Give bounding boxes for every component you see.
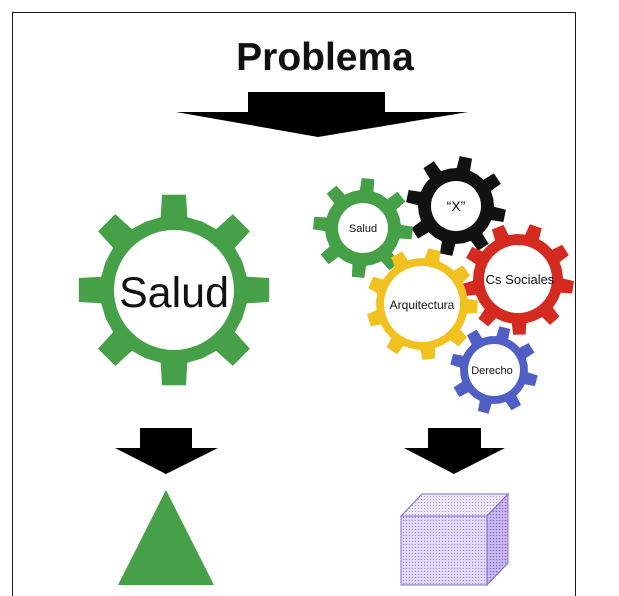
- page-title: Problema: [236, 36, 414, 79]
- cluster-gear-arquitectura: Arquitectura: [367, 248, 478, 360]
- cluster-gear-x: “X”: [406, 156, 506, 256]
- cluster-gear-derecho-hole: [468, 344, 520, 396]
- green-triangle: [118, 490, 214, 585]
- result-cube: [399, 492, 510, 587]
- cluster-gear-cs-sociales: Cs Sociales: [462, 224, 574, 335]
- cube-side-face: [486, 492, 509, 587]
- cluster-gear-arquitectura-label: Arquitectura: [390, 298, 455, 312]
- cluster-gear-salud-label: Salud: [349, 223, 377, 235]
- cluster-gear-salud-hole: [338, 203, 388, 253]
- left-salud-gear-hole: [114, 230, 234, 350]
- cluster-gear-cs-sociales-hole: [484, 245, 552, 313]
- right-bottom-arrow: [404, 428, 505, 474]
- diagram-frame: [12, 12, 576, 596]
- left-bottom-arrow: [115, 428, 218, 474]
- cluster-gear-derecho: Derecho: [450, 326, 538, 414]
- cluster-gear-arquitectura-hole: [384, 266, 460, 342]
- cluster-gear-salud: Salud: [313, 178, 413, 278]
- cluster-gear-x-hole: [431, 181, 481, 231]
- cluster-gear-derecho-label: Derecho: [471, 365, 513, 377]
- left-salud-gear: Salud: [78, 194, 270, 386]
- cube-front-face: [400, 515, 488, 586]
- left-salud-label: Salud: [119, 269, 229, 317]
- top-arrow: [176, 92, 468, 137]
- cluster-gear-x-label: “X”: [447, 198, 466, 214]
- cluster-gear-cs-sociales-label: Cs Sociales: [486, 272, 555, 287]
